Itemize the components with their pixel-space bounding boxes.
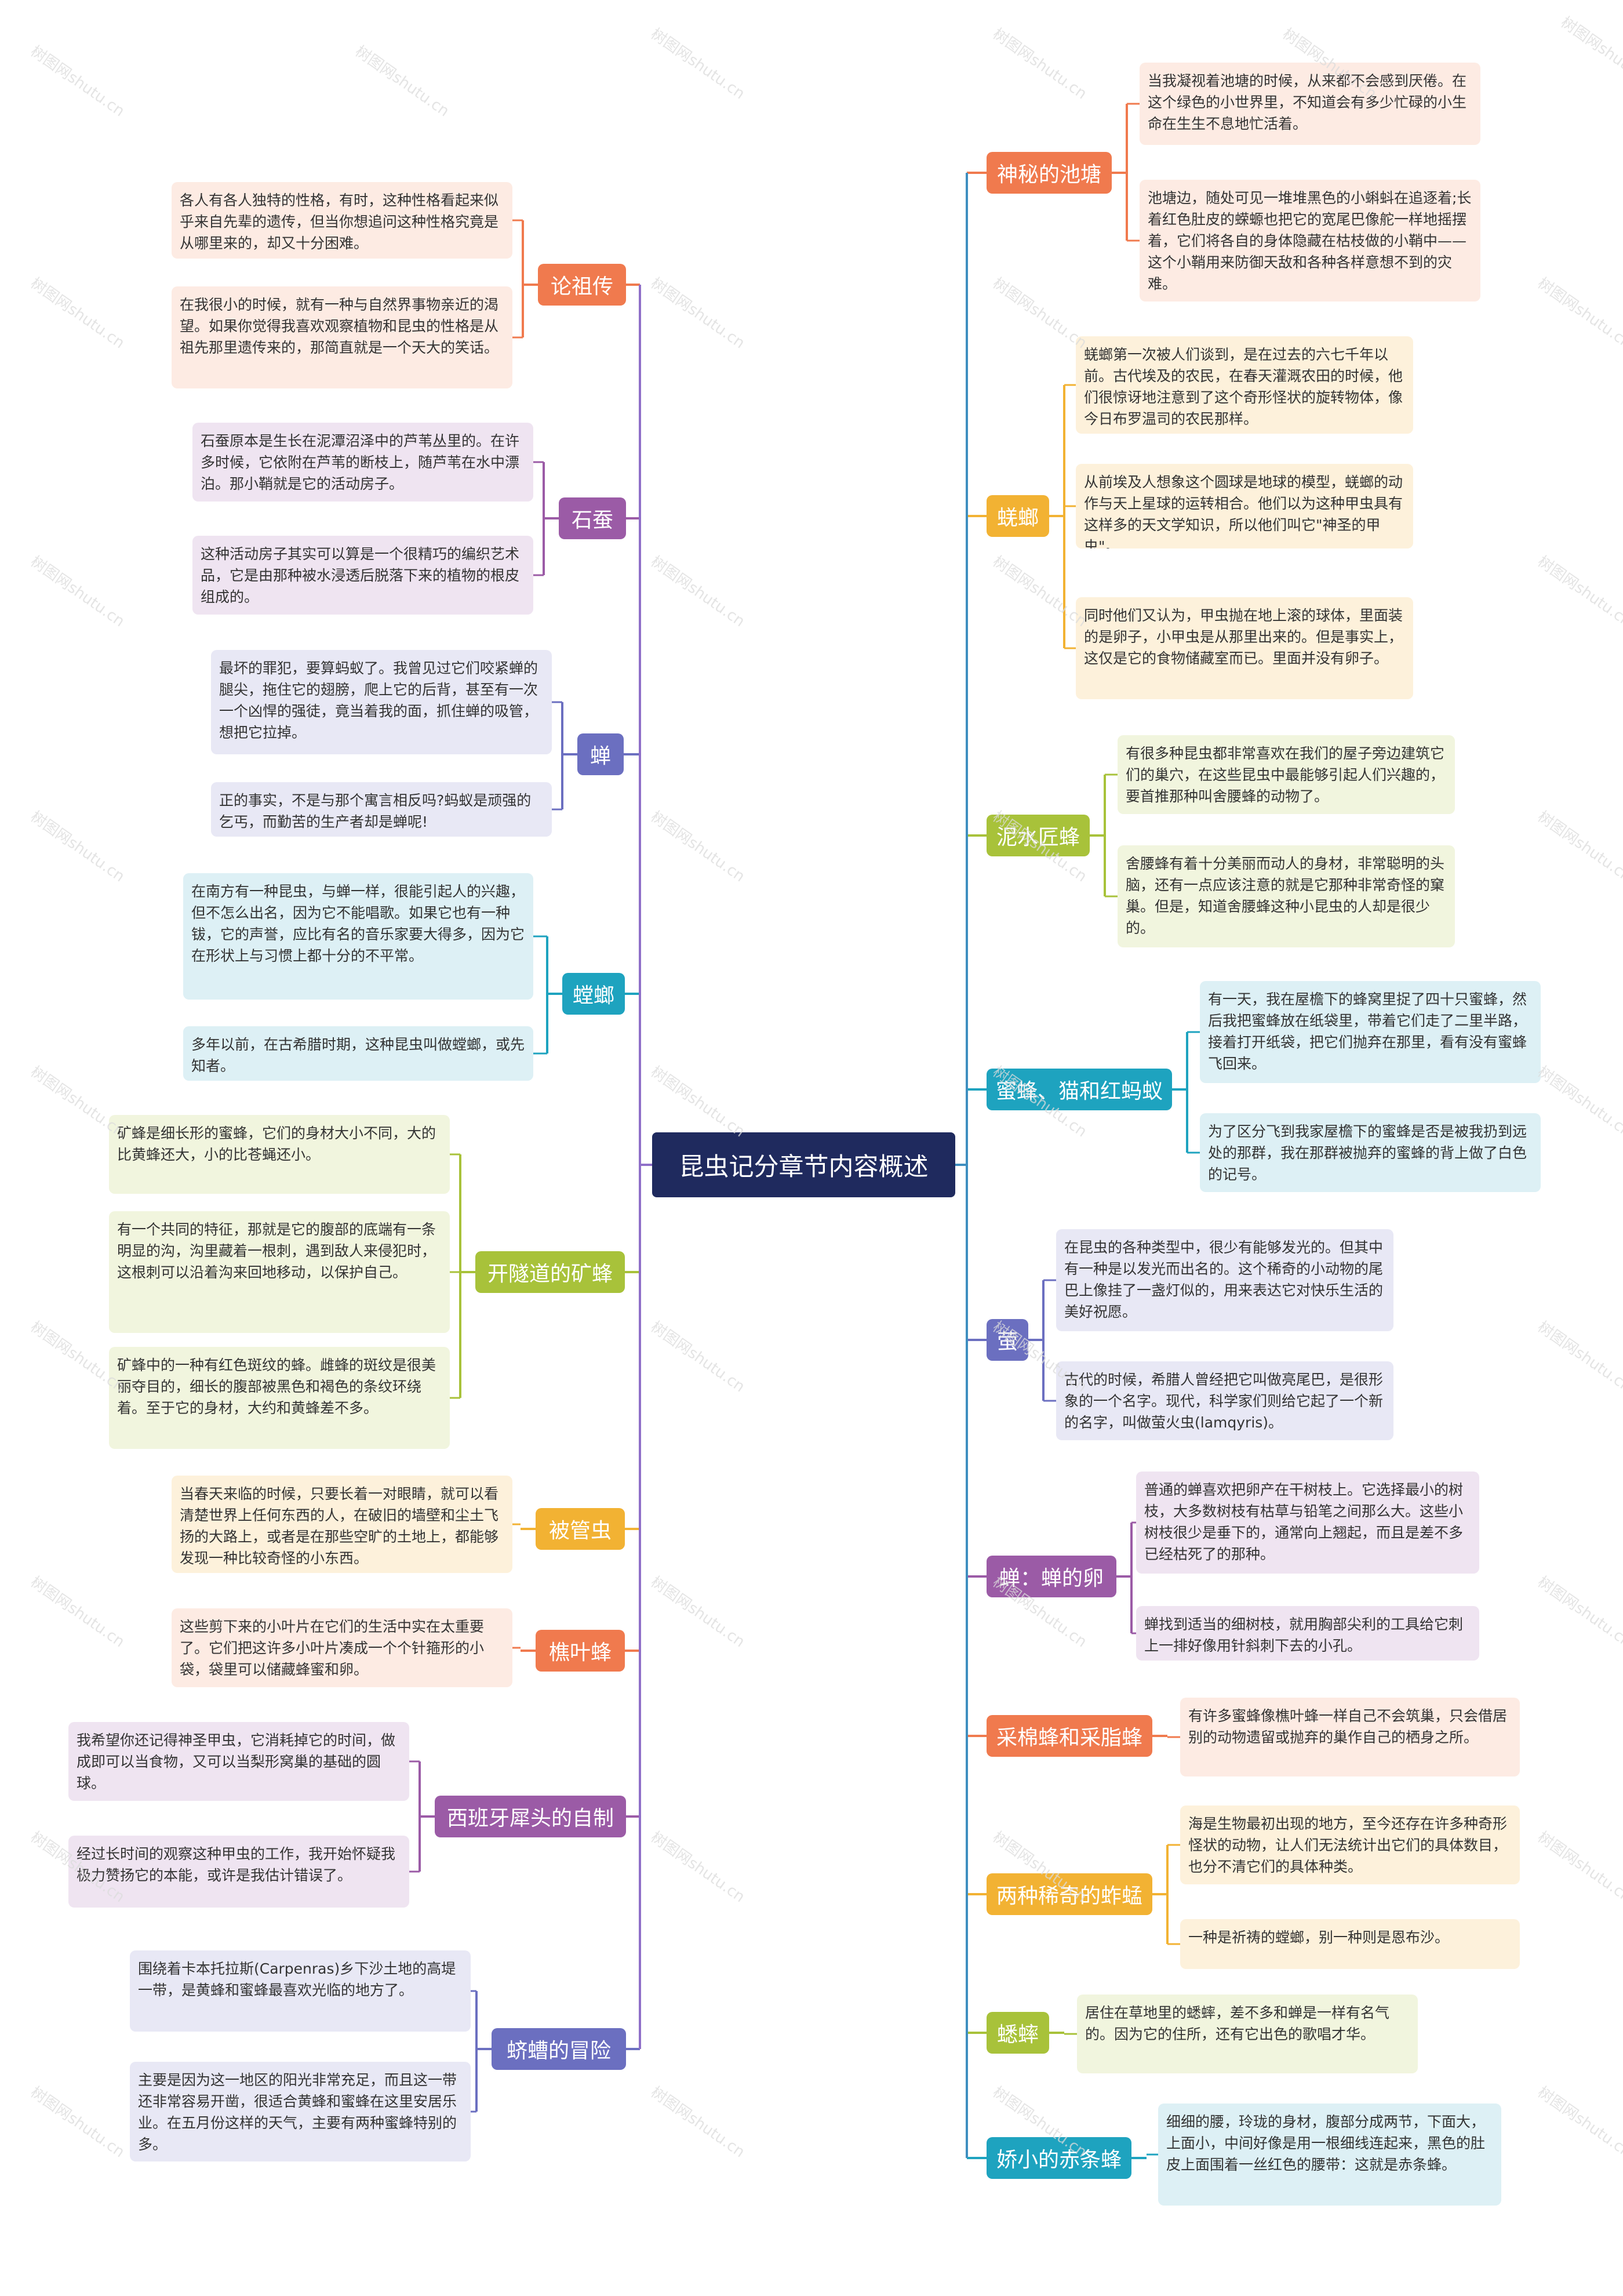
leaf-note: 居住在草地里的蟋蟀，差不多和蝉是一样有名气的。因为它的住所，还有它出色的歌唱才华… [1077,1995,1418,2073]
watermark: 树图网shutu.cn [989,553,1090,631]
watermark: 树图网shutu.cn [1534,1573,1623,1651]
watermark: 树图网shutu.cn [1534,274,1623,353]
watermark: 树图网shutu.cn [647,274,748,353]
watermark: 树图网shutu.cn [647,553,748,631]
watermark: 树图网shutu.cn [647,1063,748,1141]
watermark: 树图网shutu.cn [27,1063,128,1141]
watermark: 树图网shutu.cn [27,1573,128,1651]
leaf-note: 围绕着卡本托拉斯(Carpenras)乡下沙土地的高堤一带，是黄蜂和蜜蜂最喜欢光… [130,1950,471,2032]
watermark: 树图网shutu.cn [647,1828,748,1906]
watermark: 树图网shutu.cn [352,42,453,121]
branch-node[interactable]: 泥水匠蜂 [987,815,1090,856]
branch-node[interactable]: 樵叶蜂 [536,1630,625,1672]
watermark: 树图网shutu.cn [1534,808,1623,886]
branch-node[interactable]: 神秘的池塘 [987,152,1112,194]
watermark: 树图网shutu.cn [647,25,748,103]
watermark: 树图网shutu.cn [1558,13,1623,92]
watermark: 树图网shutu.cn [27,808,128,886]
leaf-note: 普通的蝉喜欢把卵产在干树枝上。它选择最小的树枝，大多数树枝有枯草与铅笔之间那么大… [1136,1472,1479,1574]
branch-node[interactable]: 开隧道的矿蜂 [475,1251,625,1293]
leaf-note: 蜣螂第一次被人们谈到，是在过去的六七千年以前。古代埃及的农民，在春天灌溉农田的时… [1076,336,1413,434]
leaf-note: 矿蜂是细长形的蜜蜂，它们的身材大小不同，大的比黄蜂还大，小的比苍蝇还小。 [109,1115,450,1194]
leaf-note: 细细的腰，玲珑的身材，腹部分成两节，下面大，上面小，中间好像是用一根细线连起来，… [1158,2104,1501,2206]
branch-node[interactable]: 蛴螬的冒险 [492,2028,626,2070]
branch-node[interactable]: 萤 [987,1319,1028,1361]
leaf-note: 当春天来临的时候，只要长着一对眼睛，就可以看清楚世界上任何东西的人，在破旧的墙壁… [172,1476,512,1573]
branch-node[interactable]: 论祖传 [538,264,626,306]
leaf-note: 一种是祈祷的螳螂，别一种则是恩布沙。 [1180,1919,1520,1969]
watermark: 树图网shutu.cn [647,808,748,886]
branch-node[interactable]: 蜣螂 [987,495,1049,537]
leaf-note: 从前埃及人想象这个圆球是地球的模型，蜣螂的动作与天上星球的运转相合。他们以为这种… [1076,464,1413,548]
watermark: 树图网shutu.cn [27,274,128,353]
watermark: 树图网shutu.cn [647,1318,748,1396]
leaf-note: 我希望你还记得神圣甲虫，它消耗掉它的时间，做成即可以当食物，又可以当梨形窝巢的基… [68,1722,409,1801]
leaf-note: 经过长时间的观察这种甲虫的工作，我开始怀疑我极力赞扬它的本能，或许是我估计错误了… [68,1836,409,1908]
leaf-note: 海是生物最初出现的地方，至今还存在许多种奇形怪状的动物，让人们无法统计出它们的具… [1180,1805,1520,1884]
leaf-note: 矿蜂中的一种有红色斑纹的蜂。雌蜂的斑纹是很美丽夺目的，细长的腹部被黑色和褐色的条… [109,1347,450,1449]
watermark: 树图网shutu.cn [1534,1828,1623,1906]
branch-node[interactable]: 两种稀奇的蚱蜢 [987,1873,1152,1915]
leaf-note: 各人有各人独特的性格，有时，这种性格看起来似乎来自先辈的遗传，但当你想追问这种性… [172,182,512,259]
branch-node[interactable]: 被管虫 [536,1508,625,1550]
branch-node[interactable]: 蟋蟀 [987,2012,1049,2054]
watermark: 树图网shutu.cn [27,553,128,631]
leaf-note: 当我凝视着池塘的时候，从来都不会感到厌倦。在这个绿色的小世界里，不知道会有多少忙… [1140,63,1480,145]
watermark: 树图网shutu.cn [1534,553,1623,631]
watermark: 树图网shutu.cn [989,25,1090,103]
leaf-note: 有一天，我在屋檐下的蜂窝里捉了四十只蜜蜂，然后我把蜜蜂放在纸袋里，带着它们走了二… [1200,981,1541,1083]
watermark: 树图网shutu.cn [647,1573,748,1651]
branch-node[interactable]: 蝉：蝉的卵 [987,1556,1116,1597]
watermark: 树图网shutu.cn [27,2083,128,2161]
root-node[interactable]: 昆虫记分章节内容概述 [652,1132,955,1197]
branch-node[interactable]: 蜜蜂、猫和红蚂蚁 [987,1069,1172,1110]
watermark: 树图网shutu.cn [1534,1063,1623,1141]
leaf-note: 古代的时候，希腊人曾经把它叫做亮尾巴，是很形象的一个名字。现代，科学家们则给它起… [1056,1361,1393,1440]
watermark: 树图网shutu.cn [1534,2083,1623,2161]
watermark: 树图网shutu.cn [647,2083,748,2161]
leaf-note: 这些剪下来的小叶片在它们的生活中实在太重要了。它们把这许多小叶片凑成一个个针箍形… [172,1608,512,1687]
branch-node[interactable]: 石蚕 [559,497,626,539]
leaf-note: 在南方有一种昆虫，与蝉一样，很能引起人的兴趣，但不怎么出名，因为它不能唱歌。如果… [183,873,533,1000]
branch-node[interactable]: 西班牙犀头的自制 [435,1796,626,1837]
leaf-note: 这种活动房子其实可以算是一个很精巧的编织艺术品，它是由那种被水浸透后脱落下来的植… [192,536,533,615]
branch-node[interactable]: 蝉 [577,733,624,775]
leaf-note: 有一个共同的特征，那就是它的腹部的底端有一条明显的沟，沟里藏着一根刺，遇到敌人来… [109,1211,450,1333]
leaf-note: 同时他们又认为，甲虫抛在地上滚的球体，里面装的是卵子，小甲虫是从那里出来的。但是… [1076,597,1413,699]
leaf-note: 多年以前，在古希腊时期，这种昆虫叫做螳螂，或先知者。 [183,1026,533,1081]
leaf-note: 有许多蜜蜂像樵叶蜂一样自己不会筑巢，只会借居别的动物遗留或抛弃的巢作自己的栖身之… [1180,1698,1520,1777]
leaf-note: 蝉找到适当的细树枝，就用胸部尖利的工具给它刺上一排好像用针斜刺下去的小孔。 [1136,1606,1479,1661]
branch-node[interactable]: 螳螂 [562,973,625,1015]
branch-node[interactable]: 娇小的赤条蜂 [987,2137,1131,2179]
leaf-note: 为了区分飞到我家屋檐下的蜜蜂是否是被我扔到远处的那群，我在那群被抛弃的蜜蜂的背上… [1200,1113,1541,1192]
watermark: 树图网shutu.cn [27,42,128,121]
leaf-note: 正的事实，不是与那个寓言相反吗?蚂蚁是顽强的乞丐，而勤苦的生产者却是蝉呢! [211,782,552,837]
watermark: 树图网shutu.cn [989,274,1090,353]
branch-node[interactable]: 采棉蜂和采脂蜂 [987,1715,1152,1757]
leaf-note: 池塘边，随处可见一堆堆黑色的小蝌蚪在追逐着;长着红色肚皮的蝾螈也把它的宽尾巴像舵… [1140,180,1480,301]
watermark: 树图网shutu.cn [1534,1318,1623,1396]
leaf-note: 石蚕原本是生长在泥潭沼泽中的芦苇丛里的。在许多时候，它依附在芦苇的断枝上，随芦苇… [192,423,533,502]
leaf-note: 有很多种昆虫都非常喜欢在我们的屋子旁边建筑它们的巢穴，在这些昆虫中最能够引起人们… [1118,735,1455,814]
leaf-note: 最坏的罪犯，要算蚂蚁了。我曾见过它们咬紧蝉的腿尖，拖住它的翅膀，爬上它的后背，甚… [211,650,552,754]
leaf-note: 在昆虫的各种类型中，很少有能够发光的。但其中有一种是以发光而出名的。这个稀奇的小… [1056,1229,1393,1331]
leaf-note: 舍腰蜂有着十分美丽而动人的身材，非常聪明的头脑，还有一点应该注意的就是它那种非常… [1118,845,1455,947]
leaf-note: 在我很小的时候，就有一种与自然界事物亲近的渴望。如果你觉得我喜欢观察植物和昆虫的… [172,286,512,388]
leaf-note: 主要是因为这一地区的阳光非常充足，而且这一带还非常容易开凿，很适合黄蜂和蜜蜂在这… [130,2062,471,2161]
